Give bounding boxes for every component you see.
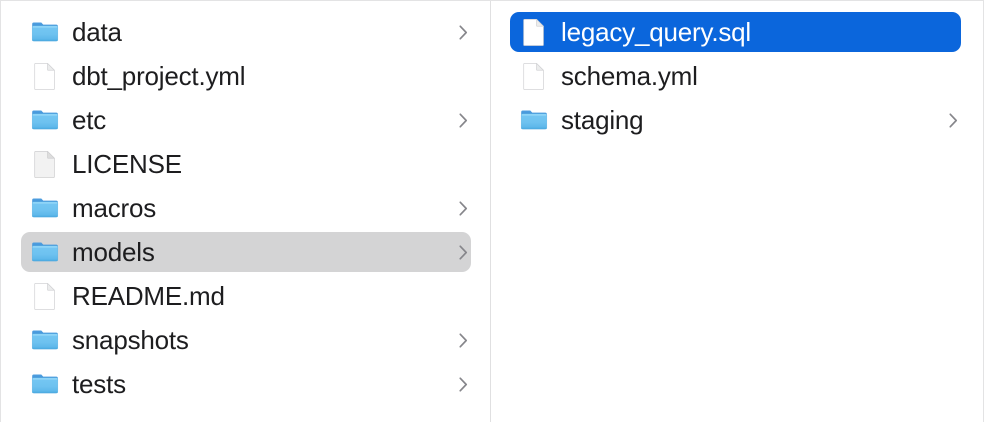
folder-row[interactable]: snapshots [21, 320, 471, 360]
file-row[interactable]: dbt_project.yml [21, 56, 471, 96]
item-label: etc [72, 105, 107, 135]
disclosure-chevron-icon[interactable] [455, 329, 471, 351]
folder-row[interactable]: etc [21, 100, 471, 140]
folder-icon [30, 193, 60, 223]
folder-row[interactable]: tests [21, 364, 471, 404]
file-row[interactable]: legacy_query.sql [510, 12, 961, 52]
disclosure-chevron-icon[interactable] [455, 373, 471, 395]
item-label: legacy_query.sql [561, 17, 751, 47]
item-label: snapshots [72, 325, 189, 355]
disclosure-chevron-icon[interactable] [455, 197, 471, 219]
folder-row[interactable]: models [21, 232, 471, 272]
item-label: README.md [72, 281, 225, 311]
document-icon [519, 17, 549, 47]
file-row[interactable]: LICENSE [21, 144, 471, 184]
document-icon [30, 281, 60, 311]
file-row[interactable]: schema.yml [510, 56, 961, 96]
folder-icon [30, 17, 60, 47]
item-label: models [72, 237, 155, 267]
disclosure-chevron-icon[interactable] [455, 109, 471, 131]
generic-document-icon [30, 149, 60, 179]
folder-icon [30, 325, 60, 355]
item-label: staging [561, 105, 644, 135]
document-icon [30, 61, 60, 91]
file-row[interactable]: README.md [21, 276, 471, 316]
disclosure-chevron-icon[interactable] [455, 21, 471, 43]
folder-row[interactable]: staging [510, 100, 961, 140]
item-label: tests [72, 369, 126, 399]
folder-icon [30, 237, 60, 267]
folder-icon [30, 369, 60, 399]
document-icon [519, 61, 549, 91]
folder-icon [519, 105, 549, 135]
item-label: macros [72, 193, 157, 223]
folder-row[interactable]: data [21, 12, 471, 52]
folder-row[interactable]: macros [21, 188, 471, 228]
folder-icon [30, 105, 60, 135]
disclosure-chevron-icon[interactable] [455, 241, 471, 263]
item-label: LICENSE [72, 149, 182, 179]
finder-column-models[interactable]: legacy_query.sql schema.yml staging [491, 1, 983, 422]
item-label: dbt_project.yml [72, 61, 246, 91]
item-label: schema.yml [561, 61, 698, 91]
item-label: data [72, 17, 122, 47]
disclosure-chevron-icon[interactable] [945, 109, 961, 131]
